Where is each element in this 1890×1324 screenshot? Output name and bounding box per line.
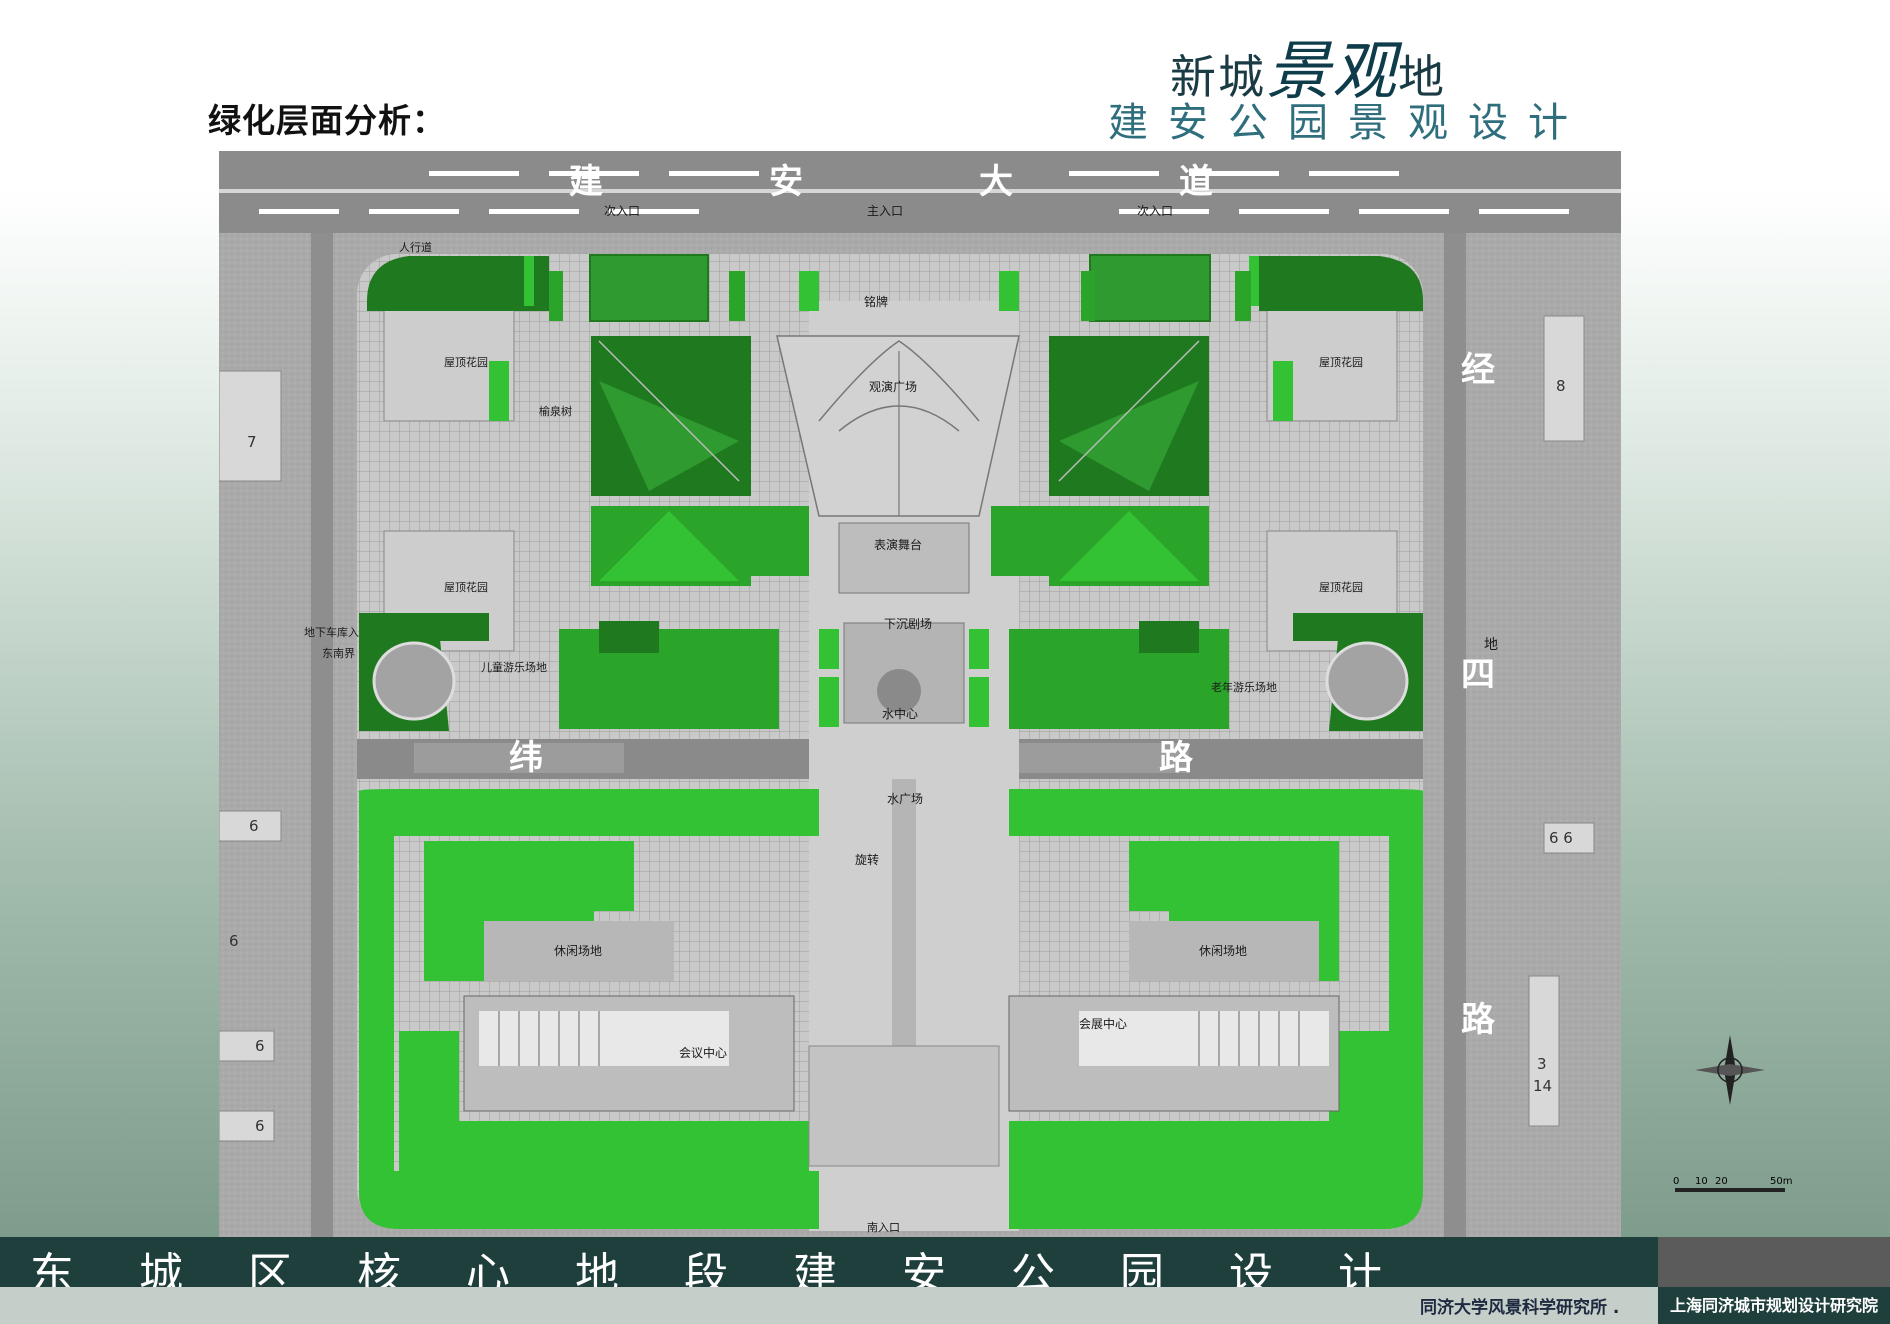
- road-label-an: 安: [769, 162, 803, 202]
- central-quadrants: [591, 336, 1209, 586]
- performance-stage: [838, 522, 970, 594]
- leisure-plaza-left: [484, 921, 674, 981]
- institute-name: 同济大学风景科学研究所 .: [1420, 1298, 1620, 1318]
- road-label-jian: 建: [569, 162, 603, 202]
- entrance-side-left: 次入口: [604, 204, 640, 218]
- block-east-top: 8: [1556, 377, 1566, 395]
- label-sunken-plaza: 下沉剧场: [884, 617, 932, 631]
- brand-prefix: 新城: [1170, 50, 1266, 104]
- road-label-dao: 道: [1179, 162, 1213, 202]
- observation-plaza: [776, 335, 1020, 517]
- label-roof-garden-ne: 屋顶花园: [1319, 356, 1363, 369]
- label-leisure-left: 休闲场地: [554, 944, 602, 958]
- road-label-si: 四: [1461, 655, 1495, 695]
- site-plan-map: 建 安 大 道 次入口 主入口 次入口 经 四 路 纬 路: [219, 151, 1621, 1237]
- road-label-jing: 经: [1461, 350, 1495, 390]
- entrance-side-right: 次入口: [1137, 204, 1173, 218]
- block-west-b1: 6: [255, 1037, 265, 1055]
- scale-tick-0: 0: [1673, 1176, 1679, 1187]
- label-performance-stage: 表演舞台: [874, 537, 922, 552]
- entrance-south: 南入口: [867, 1221, 900, 1234]
- label-observation-plaza: 观演广场: [869, 379, 917, 394]
- label-exhibition-center: 会展中心: [1079, 1016, 1127, 1031]
- block-west-top: 7: [247, 433, 257, 451]
- exhibition-building: [1008, 995, 1340, 1112]
- north-arrow-icon: [1695, 1035, 1765, 1105]
- label-roof-garden-nw: 屋顶花园: [444, 356, 488, 369]
- west-buildings: [219, 370, 282, 1142]
- conference-building: [463, 995, 795, 1112]
- label-west-tree: 榆泉树: [539, 404, 572, 418]
- block-east-low: 3: [1537, 1055, 1547, 1073]
- label-water-center: 水中心: [882, 706, 918, 721]
- label-east-gate: 东南界: [322, 647, 355, 660]
- section-title: 绿化层面分析：: [208, 101, 446, 140]
- brand-logo: 新城景观地: [1170, 20, 1446, 112]
- label-elder-playground: 老年游乐场地: [1211, 680, 1277, 694]
- block-west-b2: 6: [255, 1117, 265, 1135]
- leisure-plaza-right: [1129, 921, 1319, 981]
- label-roof-garden-se: 屋顶花园: [1319, 581, 1363, 594]
- block-east-mid: 6 6: [1549, 829, 1573, 847]
- label-stair: 旋转: [855, 852, 879, 867]
- east-road: [1444, 233, 1466, 1237]
- label-leisure-right: 休闲场地: [1199, 944, 1247, 958]
- scale-tick-10: 10: [1695, 1176, 1708, 1187]
- label-children-playground: 儿童游乐场地: [481, 660, 547, 674]
- scale-tick-20: 20: [1715, 1176, 1728, 1187]
- south-entrance-plaza: [808, 1045, 1000, 1167]
- playground-zone: [359, 621, 1423, 731]
- site-plan-svg: 建 安 大 道 次入口 主入口 次入口 经 四 路 纬 路: [219, 151, 1621, 1237]
- label-roof-garden-sw: 屋顶花园: [444, 581, 488, 594]
- bottom-title-band: [0, 1237, 1658, 1287]
- entrance-main: 主入口: [867, 204, 903, 218]
- footer-bar: [0, 1287, 1890, 1324]
- brand-suffix: 地: [1398, 50, 1446, 104]
- road-label-wei: 纬: [509, 738, 543, 778]
- central-walk: [892, 779, 916, 1079]
- west-road: [311, 233, 333, 1237]
- road-label-lu-mid: 路: [1159, 738, 1194, 778]
- block-east-low2: 14: [1533, 1077, 1552, 1095]
- north-planting: [549, 254, 1251, 322]
- footer-gray-tab: [1658, 1237, 1890, 1287]
- project-subtitle: 建安公园景观设计: [1108, 100, 1588, 146]
- label-water-plaza: 水广场: [887, 792, 923, 806]
- label-underground-east: 地: [1484, 637, 1498, 653]
- north-road: 建 安 大 道 次入口 主入口 次入口: [219, 151, 1621, 233]
- road-label-lu: 路: [1461, 1000, 1496, 1040]
- brand-main: 景观: [1266, 35, 1398, 109]
- label-conference-center: 会议中心: [679, 1045, 727, 1060]
- label-underground-garage: 地下车库入: [304, 625, 359, 639]
- scale-tick-50: 50m: [1770, 1176, 1792, 1187]
- scale-bar: 0 10 20 50m: [1673, 1176, 1792, 1192]
- label-sidewalk: 人行道: [399, 240, 432, 254]
- partner-name: 上海同济城市规划设计研究院: [1658, 1287, 1890, 1324]
- road-label-da: 大: [979, 162, 1013, 202]
- block-west-low: 6: [229, 932, 239, 950]
- south-green-ring: [359, 789, 1423, 1229]
- east-buildings: [1528, 315, 1595, 1127]
- block-west-mid: 6: [249, 817, 259, 835]
- label-monument: 铭牌: [864, 294, 888, 309]
- water-center-pool: [877, 669, 921, 713]
